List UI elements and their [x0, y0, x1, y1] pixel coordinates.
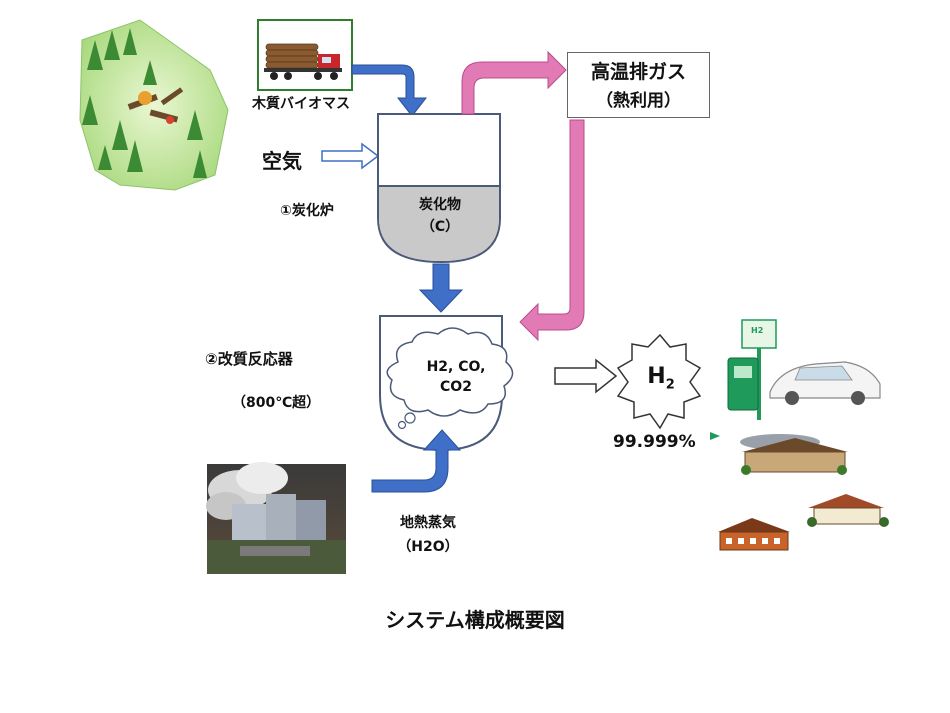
reformer-label: ②改質反応器 — [205, 350, 293, 368]
steam-label: 地熱蒸気 — [400, 515, 456, 531]
air-inlet-arrow — [321, 142, 380, 170]
hydrogen-output-arrow — [554, 358, 618, 394]
biomass-label: 木質バイオマス — [252, 96, 350, 112]
purity-label: 99.999% — [613, 432, 696, 452]
building-facility — [740, 434, 848, 475]
exhaust-gas-box: 高温排ガス （熱利用） — [567, 52, 710, 118]
carbonizer-label: ①炭化炉 — [280, 203, 334, 219]
log-truck-image — [257, 19, 353, 91]
hydrogen-burst — [616, 333, 702, 430]
diagram-title: システム構成概要図 — [385, 608, 565, 632]
char-transfer-arrow — [418, 263, 464, 313]
steam-formula: （H2O） — [397, 539, 459, 555]
exhaust-use-label: （熱利用） — [596, 91, 681, 111]
char-content: 炭化物 （C） — [380, 194, 500, 236]
air-label: 空気 — [262, 149, 302, 173]
gas-line-2: CO2 — [440, 379, 472, 395]
gas-composition: H2, CO, CO2 — [410, 359, 502, 395]
exhaust-arrow-out — [461, 50, 567, 115]
exhaust-label: 高温排ガス — [590, 61, 686, 83]
biomass-feed-arrow — [351, 64, 428, 117]
geothermal-plant-photo — [206, 462, 346, 574]
char-formula: （C） — [420, 219, 460, 235]
forest-illustration — [79, 19, 229, 191]
carbonization-furnace — [377, 113, 501, 264]
gas-cloud — [386, 327, 514, 417]
reformer-temp: （800℃超） — [232, 395, 321, 411]
steam-label-group: 地熱蒸気 （H2O） — [380, 512, 476, 556]
exhaust-arrow-return — [519, 119, 585, 342]
house-large — [718, 518, 790, 551]
station-sign: H2 — [751, 326, 764, 335]
steam-inlet-arrow — [371, 429, 462, 493]
hydrogen-station-car — [727, 319, 881, 420]
hydrogen-symbol: H2 — [647, 364, 675, 393]
house-small — [807, 494, 889, 527]
gas-line-1: H2, CO, — [426, 359, 486, 375]
char-label: 炭化物 — [419, 197, 461, 213]
